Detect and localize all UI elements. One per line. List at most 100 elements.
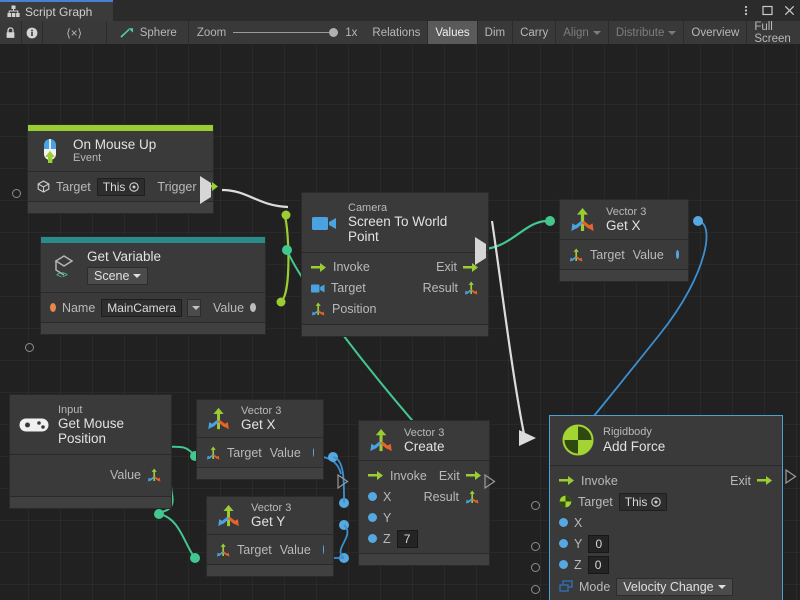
- node-vector3-get-x-mid[interactable]: Vector 3 Get X Target Value: [196, 399, 324, 481]
- node-body: Target This Trigger: [28, 171, 218, 202]
- vector3-port-icon[interactable]: [465, 490, 480, 504]
- port-dot-x[interactable]: [559, 518, 568, 527]
- camera-icon: [311, 212, 339, 234]
- toolbar-button-carry[interactable]: Carry: [513, 21, 557, 44]
- node-vector3-create[interactable]: Vector 3 Create Invoke Exit: [358, 420, 490, 567]
- port-rigidbody-z-in[interactable]: [531, 561, 540, 575]
- port-get-variable-name-in[interactable]: [25, 341, 34, 355]
- flow-out-arrow-icon[interactable]: [465, 470, 482, 481]
- svg-text:<>: <>: [56, 271, 68, 281]
- port-dot-y[interactable]: [559, 539, 568, 548]
- node-vector3-get-x-top[interactable]: Vector 3 Get X Target Value: [559, 199, 689, 283]
- port-dot-value[interactable]: [250, 303, 256, 313]
- code-view-button[interactable]: ⟨×⟩: [43, 21, 107, 44]
- zoom-control[interactable]: Zoom 1x: [189, 21, 366, 44]
- vector3-port-icon[interactable]: [206, 446, 221, 460]
- node-header: On Mouse Up Event: [28, 131, 213, 171]
- port-vector3-create-invoke-in[interactable]: [337, 474, 349, 489]
- node-body: Invoke Exit Target: [550, 465, 782, 600]
- toolbar-button-dim[interactable]: Dim: [478, 21, 514, 44]
- graph-object[interactable]: Sphere: [107, 21, 189, 44]
- vector3-port-icon[interactable]: [311, 302, 326, 316]
- node-vector3-get-y-mid[interactable]: Vector 3 Get Y Target Value: [206, 496, 334, 578]
- flow-out-arrow-icon[interactable]: [757, 475, 773, 486]
- variable-scope-dropdown[interactable]: Scene: [87, 267, 149, 286]
- port-on-mouse-up-target[interactable]: [12, 187, 21, 201]
- node-header: Vector 3 Create: [359, 421, 489, 460]
- flow-in-arrow-icon[interactable]: [559, 475, 575, 486]
- node-input-get-mouse-position[interactable]: Input Get Mouse Position Value: [9, 394, 172, 509]
- node-get-variable[interactable]: <> Get Variable Scene Name: [40, 236, 266, 336]
- port-on-mouse-up-trigger-out[interactable]: [200, 176, 211, 204]
- variable-name-field[interactable]: MainCamera: [101, 298, 182, 317]
- port-rigidbody-mode-in[interactable]: [531, 583, 540, 597]
- y-value-field[interactable]: 0: [588, 534, 610, 553]
- window-controls: [739, 2, 796, 19]
- node-rigidbody-add-force[interactable]: Rigidbody Add Force Invoke Exit: [549, 415, 783, 600]
- close-icon[interactable]: [783, 4, 796, 17]
- node-subtitle: Input: [58, 404, 83, 416]
- toolbar-button-align[interactable]: Align: [556, 21, 609, 44]
- kebab-menu-icon[interactable]: [739, 4, 752, 17]
- enum-icon[interactable]: [559, 580, 573, 593]
- node-body: Value: [10, 453, 171, 496]
- port-label-value: Value: [632, 247, 664, 262]
- target-value-field[interactable]: This: [96, 177, 146, 196]
- port-label-exit: Exit: [438, 468, 460, 483]
- target-value-field[interactable]: This: [618, 492, 668, 511]
- node-footer: [10, 495, 171, 508]
- lock-icon[interactable]: [0, 21, 22, 44]
- port-rigidbody-y-in[interactable]: [531, 540, 540, 554]
- port-label-position: Position: [332, 302, 377, 317]
- port-vector3-create-exit-out[interactable]: [484, 474, 496, 489]
- flow-out-arrow-icon[interactable]: [463, 262, 479, 273]
- port-dot-value[interactable]: [312, 448, 314, 458]
- tab-script-graph[interactable]: Script Graph: [0, 0, 113, 21]
- port-dot-x[interactable]: [368, 492, 377, 502]
- chevron-down-icon: [133, 274, 142, 279]
- port-camera-exit-out[interactable]: [475, 237, 486, 265]
- port-dot-z[interactable]: [368, 534, 377, 544]
- vector3-port-icon[interactable]: [464, 281, 479, 295]
- port-dot-y[interactable]: [368, 513, 377, 523]
- toolbar-button-values[interactable]: Values: [428, 21, 478, 44]
- flow-out-arrow-icon[interactable]: [202, 181, 219, 192]
- port-rigidbody-exit-out[interactable]: [785, 469, 797, 484]
- toolbar-button-align-label: Align: [563, 26, 589, 39]
- row-mode: Mode Velocity Change: [550, 575, 782, 598]
- node-on-mouse-up[interactable]: On Mouse Up Event Target This: [27, 124, 218, 215]
- port-dot-z[interactable]: [559, 560, 568, 569]
- vector3-port-icon[interactable]: [216, 543, 231, 557]
- node-camera-screen-to-world-point[interactable]: Camera Screen To World Point Invoke Exit: [301, 192, 489, 337]
- port-label-y: Y: [574, 536, 583, 551]
- port-dot-value[interactable]: [322, 545, 324, 555]
- vector3-port-icon[interactable]: [569, 248, 584, 262]
- toolbar-button-relations[interactable]: Relations: [365, 21, 429, 44]
- maximize-icon[interactable]: [761, 4, 774, 17]
- graph-object-icon: [120, 27, 134, 39]
- z-value-field[interactable]: 0: [587, 555, 609, 574]
- zoom-slider-knob[interactable]: [329, 28, 339, 37]
- info-icon[interactable]: [22, 21, 43, 44]
- flow-in-arrow-icon[interactable]: [311, 262, 327, 273]
- port-dot-value[interactable]: [675, 250, 679, 260]
- toolbar-button-full-screen[interactable]: Full Screen: [754, 20, 791, 45]
- port-label-mode: Mode: [579, 579, 611, 594]
- mode-dropdown[interactable]: Velocity Change: [616, 577, 733, 596]
- port-label-name: Name: [61, 300, 96, 315]
- rigidbody-port-icon[interactable]: [559, 495, 572, 508]
- toolbar-button-overview[interactable]: Overview: [684, 21, 748, 44]
- vector3-port-icon[interactable]: [147, 468, 162, 482]
- camera-port-icon[interactable]: [311, 283, 325, 294]
- graph-canvas[interactable]: On Mouse Up Event Target This: [0, 44, 800, 600]
- node-subtitle: Rigidbody: [603, 426, 652, 439]
- flow-in-arrow-icon[interactable]: [368, 470, 384, 481]
- toolbar-button-distribute[interactable]: Distribute: [609, 21, 685, 44]
- port-dot-name[interactable]: [50, 303, 56, 313]
- port-label-target: Target: [331, 281, 366, 296]
- zoom-slider[interactable]: [233, 27, 339, 38]
- row-z: Z 7: [359, 528, 489, 549]
- z-value-field[interactable]: 7: [396, 529, 418, 548]
- port-rigidbody-target-in[interactable]: [531, 499, 540, 513]
- variable-name-dropdown-button[interactable]: [187, 298, 201, 317]
